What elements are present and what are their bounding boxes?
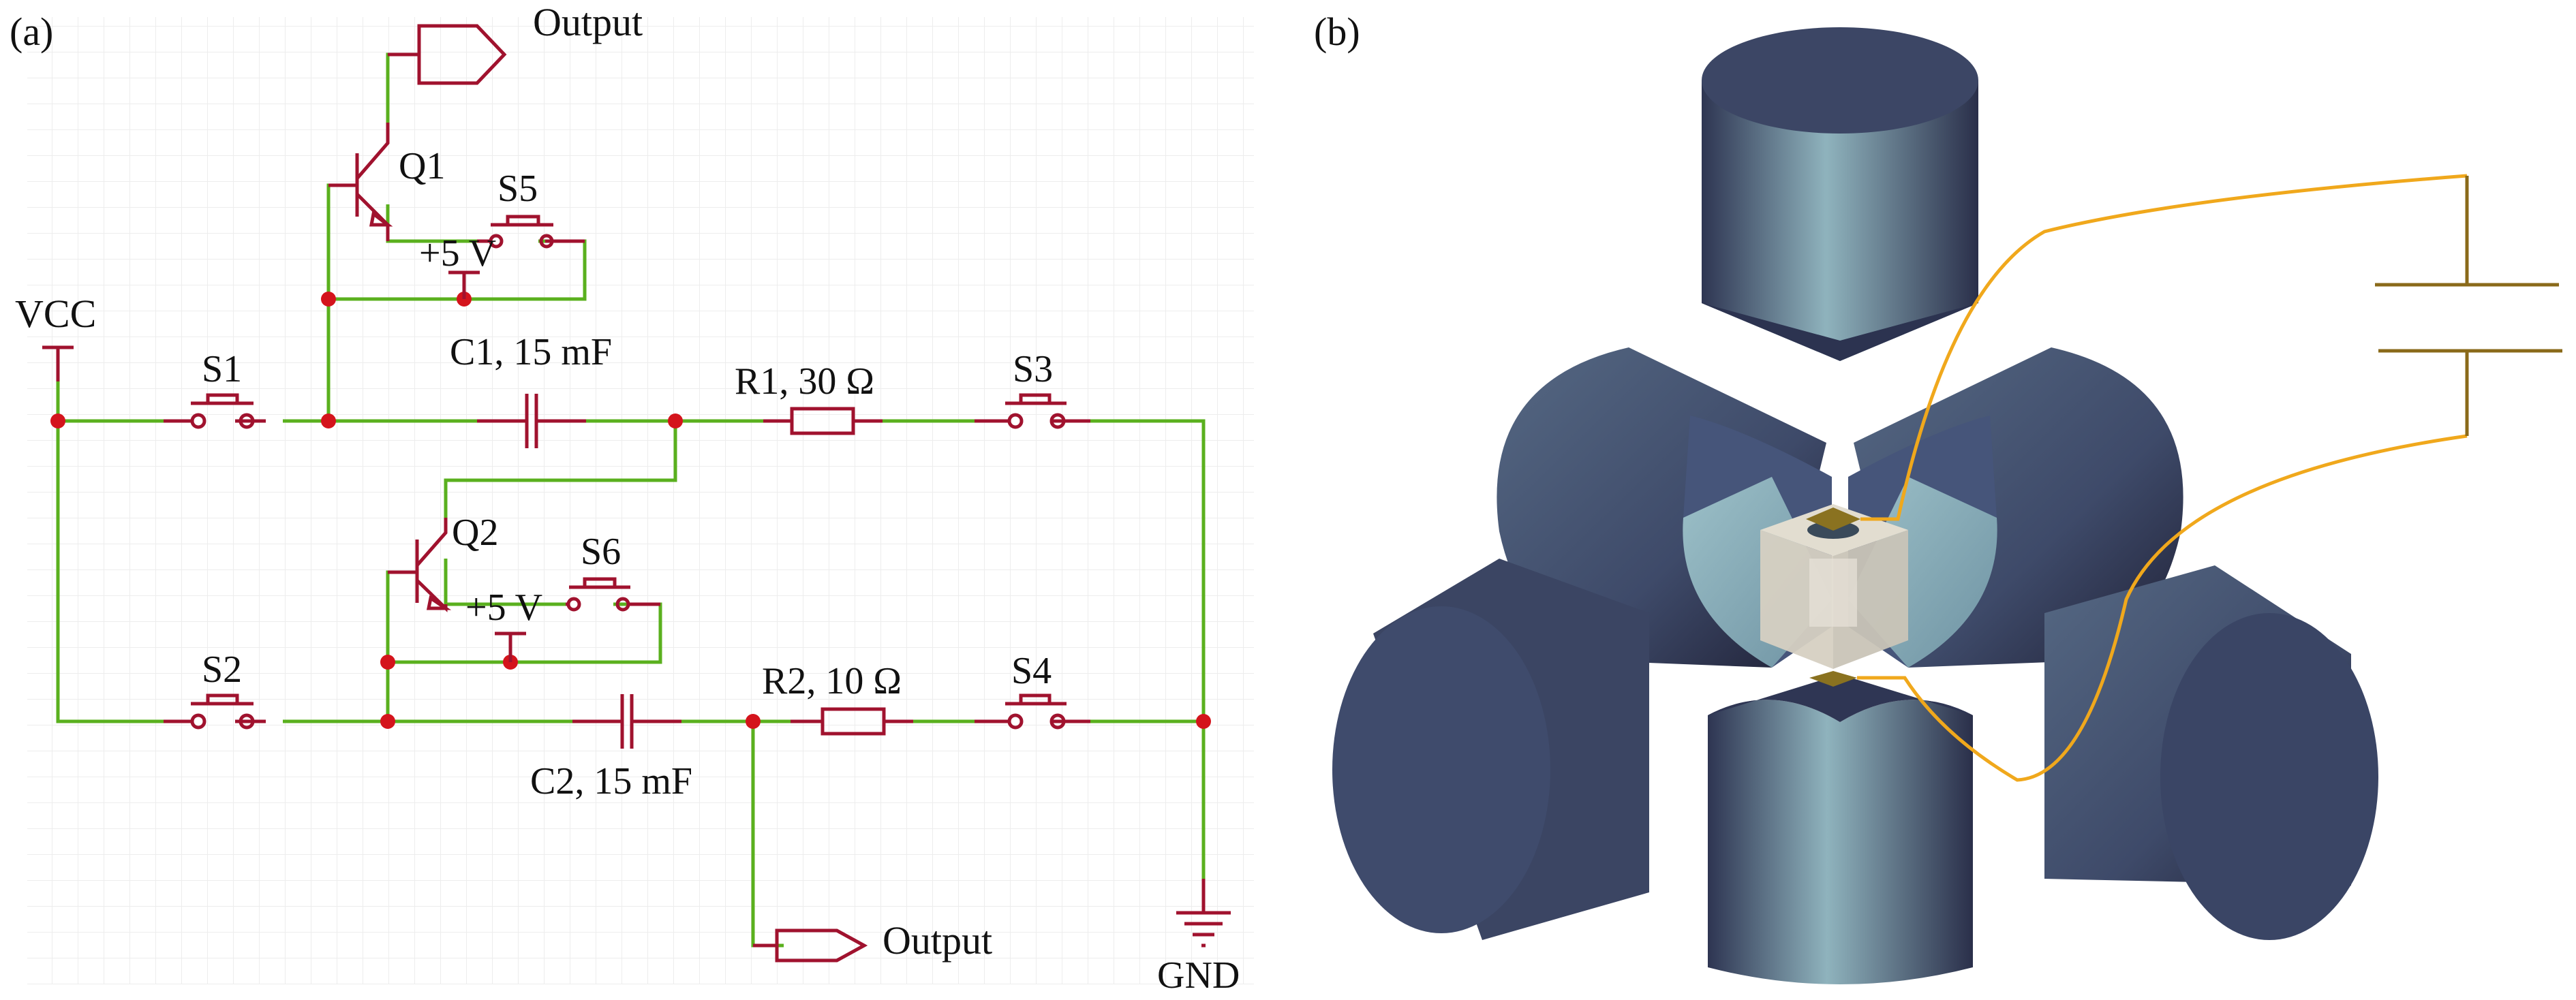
switch-s6: S6 [566, 531, 660, 612]
electrode-bottom [1809, 671, 1857, 687]
anvil-bottom [1708, 674, 1973, 984]
schematic-grid [27, 17, 1254, 984]
switch-label: S1 [202, 348, 242, 390]
transistor-q1: Q1 [328, 123, 445, 241]
capacitor-label: C1, 15 mF [450, 331, 612, 373]
switch-label: S4 [1011, 650, 1052, 692]
switch-label: S6 [581, 531, 621, 573]
sample-bore [1807, 521, 1859, 539]
anvil-back-right [1848, 347, 2183, 668]
sample-heater [1809, 559, 1857, 627]
junction-node [50, 413, 65, 428]
junction-node [380, 714, 395, 729]
junctions [50, 292, 1211, 729]
vcc-label: VCC [15, 292, 96, 336]
capacitor-c2: C2, 15 mF [530, 694, 692, 802]
lead-wire-bottom [1857, 434, 2468, 782]
switch-s3: S3 [975, 348, 1090, 429]
transistor-label: Q2 [452, 512, 498, 554]
capacitor-symbol [2375, 176, 2562, 436]
resistor-label: R1, 30 Ω [735, 360, 874, 403]
switch-s5: S5 [477, 168, 585, 249]
switch-label: S5 [497, 168, 538, 210]
bias-5v-q2: +5 V [465, 587, 542, 662]
anvil-front-right [2044, 565, 2378, 940]
switch-s4: S4 [975, 650, 1090, 730]
bias-label: +5 V [419, 232, 496, 275]
panel-label-b: (b) [1314, 10, 1360, 54]
circuit-schematic: (a) VCC S1 [10, 0, 1254, 997]
sample-cube [1760, 504, 1908, 669]
junction-node [1196, 714, 1211, 729]
anvil-top [1702, 27, 1978, 361]
junction-node [321, 292, 336, 307]
junction-node [746, 714, 761, 729]
switch-label: S2 [202, 649, 242, 691]
bias-label: +5 V [465, 587, 542, 629]
lead-wire-top [1860, 174, 2468, 521]
switch-label: S3 [1013, 348, 1053, 390]
junction-node [668, 413, 683, 428]
switch-s2: S2 [164, 649, 266, 730]
vcc-symbol: VCC [15, 292, 96, 381]
anvil-back-left [1497, 347, 1832, 668]
junction-node [321, 413, 336, 428]
gnd-label: GND [1157, 954, 1240, 997]
resistor-label: R2, 10 Ω [762, 660, 902, 702]
switch-s1: S1 [164, 348, 266, 429]
capacitor-c1: C1, 15 mF [450, 331, 612, 448]
panel-label-a: (a) [10, 10, 53, 54]
ground-symbol: GND [1157, 879, 1240, 997]
resistor-r1: R1, 30 Ω [735, 360, 883, 435]
junction-node [380, 655, 395, 670]
resistor-r2: R2, 10 Ω [762, 660, 913, 736]
anvil-front-left [1332, 559, 1649, 940]
output-port-q2: Output [753, 918, 992, 963]
output-label: Output [533, 0, 643, 44]
transistor-q2: Q2 [388, 512, 498, 612]
electrode-top [1806, 507, 1860, 531]
bias-5v-q1: +5 V [419, 232, 496, 299]
capacitor-label: C2, 15 mF [530, 760, 692, 802]
output-port-q1: Output [388, 0, 643, 85]
output-label: Output [883, 918, 992, 963]
transistor-label: Q1 [399, 145, 445, 187]
